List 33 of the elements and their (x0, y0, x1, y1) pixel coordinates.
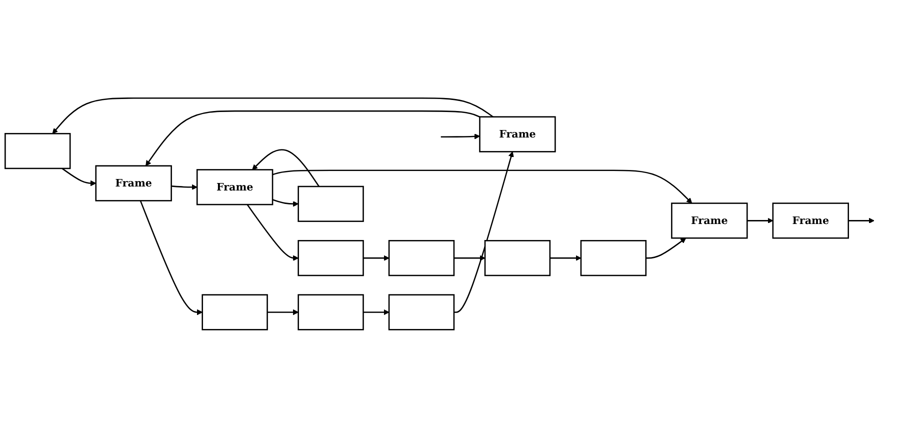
arrow (52, 98, 494, 134)
arrow (267, 309, 299, 316)
arrow (454, 255, 486, 261)
arrow (272, 199, 299, 207)
node-box: Frame (196, 169, 274, 206)
node-box (388, 294, 455, 330)
arrow (252, 149, 320, 187)
node-box (298, 294, 364, 330)
arrow (363, 309, 390, 316)
node-box (202, 294, 268, 330)
arrow (146, 110, 480, 166)
node-box: Frame (671, 202, 748, 239)
arrow (140, 200, 203, 316)
node-box (484, 240, 551, 276)
node-box (298, 186, 364, 222)
node-box: Frame (479, 116, 556, 152)
node-box (4, 133, 71, 170)
node-box (298, 240, 364, 276)
arrow (646, 238, 686, 259)
arrow (747, 218, 774, 224)
arrow (440, 134, 480, 140)
node-box (580, 240, 647, 276)
arrow (171, 184, 198, 190)
arrow (246, 204, 299, 261)
arrow (62, 168, 96, 186)
arrow (848, 218, 874, 224)
arrow (454, 152, 514, 313)
arrow (363, 255, 390, 261)
node-box (388, 240, 455, 276)
arrow (272, 170, 692, 204)
node-box: Frame (95, 165, 172, 202)
arrow (550, 255, 582, 261)
node-box: Frame (772, 202, 849, 239)
